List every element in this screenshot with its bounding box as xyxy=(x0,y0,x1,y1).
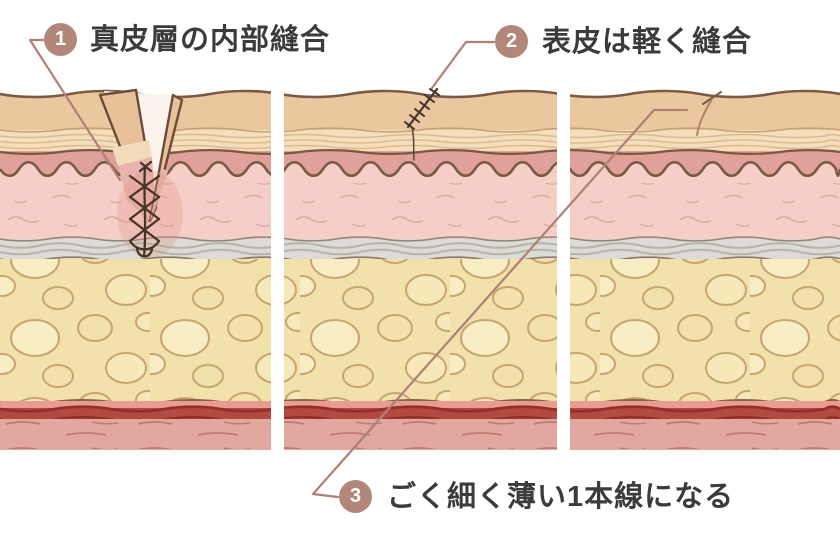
annotation-1-label: 真皮層の内部縫合 xyxy=(90,24,331,56)
thin-scar-line xyxy=(696,91,722,136)
annotation-3-label: ごく細く薄い1本線になる xyxy=(387,481,735,513)
wound-with-internal-sutures xyxy=(98,88,184,258)
surface-suture xyxy=(404,87,440,161)
annotation-3-number-badge: 3 xyxy=(339,480,372,513)
leader-line-3 xyxy=(311,108,689,499)
leader-line-2 xyxy=(430,40,496,90)
annotation-2-number-badge: 2 xyxy=(495,25,528,58)
annotation-2-label: 表皮は軽く縫合 xyxy=(542,26,753,58)
panel-dividers xyxy=(271,80,570,458)
leader-line-1 xyxy=(28,38,122,182)
corset-suture-stitches xyxy=(128,160,161,258)
annotation-1-number-badge: 1 xyxy=(44,23,77,56)
annotation-leader-lines xyxy=(28,38,689,499)
